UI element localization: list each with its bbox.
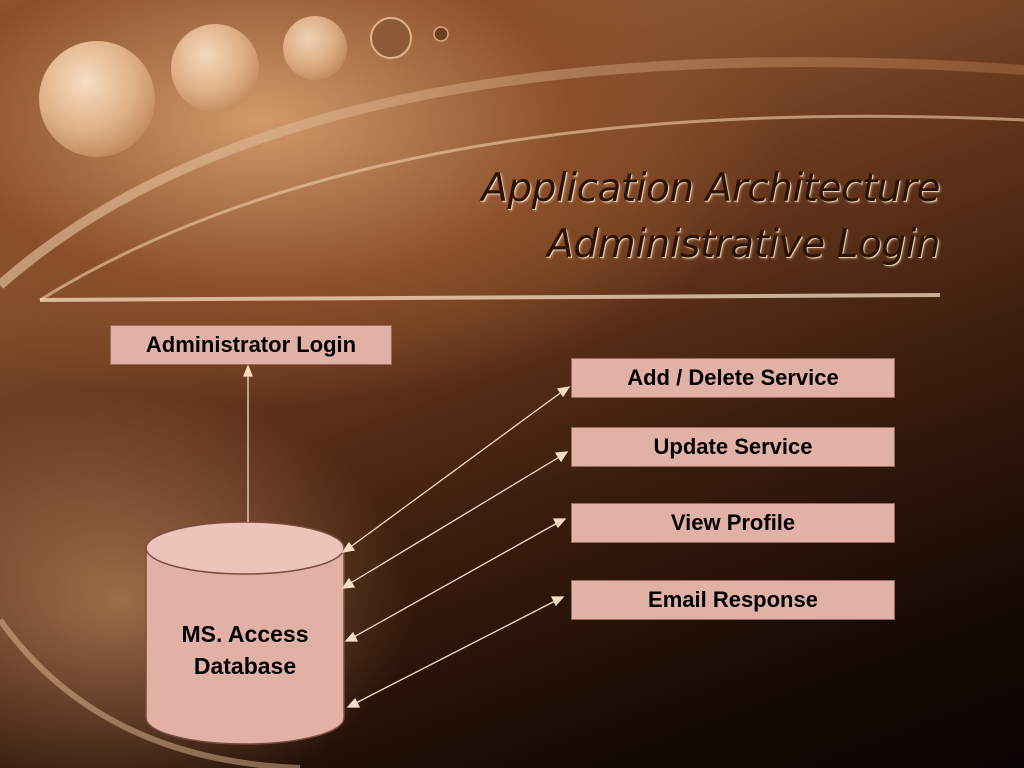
database-cylinder [145,521,345,745]
decor-lower-curve [0,618,301,768]
connector-lines [243,364,571,708]
database-label-line-2: Database [193,653,297,679]
arrowhead-update [554,451,569,463]
view-profile-node: View Profile [571,503,895,543]
arrow-db-to-email [353,599,558,705]
decor-circle-2 [171,24,259,112]
decor-circle-4 [370,17,412,59]
update-service-node: Update Service [571,427,895,467]
decor-circle-5 [433,26,449,42]
arrowhead-db-3 [344,631,359,642]
decor-arc-inner [39,114,1024,302]
arrowhead-db-2 [341,577,356,589]
arrowhead-db-1 [341,541,356,553]
arrowhead-admin-login [243,364,253,377]
database-label: MS. Access Database [160,618,330,682]
arrowhead-email [550,596,565,607]
email-response-node: Email Response [571,580,895,620]
arrowhead-db-4 [346,697,361,708]
decor-circle-3 [283,16,347,80]
arrow-db-to-update [348,455,562,585]
decor-swoosh [39,293,941,302]
administrator-login-node: Administrator Login [110,325,392,365]
arrow-db-to-add-delete [348,390,564,549]
decor-circle-1 [39,41,155,157]
database-label-line-1: MS. Access [181,621,309,647]
arrow-db-to-view-profile [351,521,560,639]
slide-title-line-1: Application Architecture [481,166,940,211]
arrowhead-add-delete [556,386,571,398]
slide-title-line-2: Administrative Login [547,222,940,267]
arrowhead-view-profile [552,518,567,529]
add-delete-service-node: Add / Delete Service [571,358,895,398]
decor-arc-outer [0,57,1024,289]
